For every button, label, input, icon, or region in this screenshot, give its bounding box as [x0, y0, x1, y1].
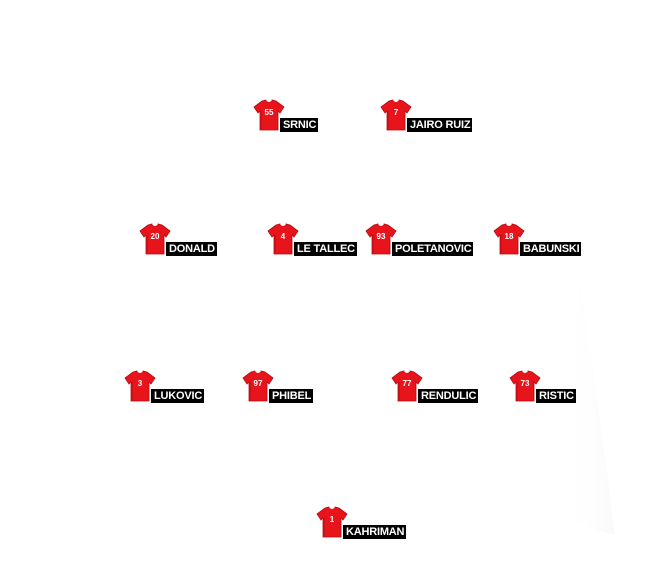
player-defender-4[interactable]: 73 RISTIC	[509, 370, 576, 403]
shirt-number: 97	[253, 379, 263, 388]
shirt-number: 93	[376, 232, 386, 241]
player-midfielder-4[interactable]: 18 BABUNSKI	[493, 223, 582, 256]
jersey-icon[interactable]: 77	[390, 369, 424, 403]
player-name-tag[interactable]: SRNIC	[280, 118, 319, 132]
jersey-icon[interactable]: 93	[364, 222, 398, 256]
player-name-tag[interactable]: KAHRIMAN	[343, 525, 407, 539]
player-name-tag[interactable]: PHIBEL	[269, 389, 314, 403]
shirt-number: 3	[137, 379, 143, 388]
shirt-number: 18	[504, 232, 514, 241]
shirt-number: 77	[402, 379, 412, 388]
player-defender-3[interactable]: 77 RENDULIC	[391, 370, 479, 403]
player-midfielder-2[interactable]: 4 LE TALLEC	[267, 223, 357, 256]
player-defender-1[interactable]: 3 LUKOVIC	[124, 370, 205, 403]
jersey-icon[interactable]: 7	[379, 98, 413, 132]
shirt-number: 4	[280, 232, 286, 241]
shirt-number: 20	[150, 232, 160, 241]
jersey-icon[interactable]: 3	[123, 369, 157, 403]
player-name-tag[interactable]: BABUNSKI	[520, 242, 582, 256]
shirt-number: 7	[393, 108, 399, 117]
jersey-icon[interactable]: 1	[315, 505, 349, 539]
player-name-tag[interactable]: LE TALLEC	[294, 242, 357, 256]
player-midfielder-1[interactable]: 20 DONALD	[139, 223, 217, 256]
player-forward-1[interactable]: 55 SRNIC	[253, 99, 319, 132]
player-forward-2[interactable]: 7 JAIRO RUIZ	[380, 99, 473, 132]
player-name-tag[interactable]: JAIRO RUIZ	[407, 118, 473, 132]
player-goalkeeper[interactable]: 1 KAHRIMAN	[316, 506, 407, 539]
player-name-tag[interactable]: LUKOVIC	[151, 389, 205, 403]
jersey-icon[interactable]: 18	[492, 222, 526, 256]
jersey-icon[interactable]: 4	[266, 222, 300, 256]
player-name-tag[interactable]: RENDULIC	[418, 389, 479, 403]
shirt-number: 1	[329, 515, 335, 524]
player-name-tag[interactable]: RISTIC	[536, 389, 576, 403]
jersey-icon[interactable]: 73	[508, 369, 542, 403]
shirt-number: 55	[264, 108, 274, 117]
player-midfielder-3[interactable]: 93 POLETANOVIC	[365, 223, 474, 256]
jersey-icon[interactable]: 20	[138, 222, 172, 256]
jersey-icon[interactable]: 55	[252, 98, 286, 132]
player-name-tag[interactable]: DONALD	[166, 242, 217, 256]
player-name-tag[interactable]: POLETANOVIC	[392, 242, 474, 256]
shirt-number: 73	[520, 379, 530, 388]
jersey-icon[interactable]: 97	[241, 369, 275, 403]
player-defender-2[interactable]: 97 PHIBEL	[242, 370, 314, 403]
